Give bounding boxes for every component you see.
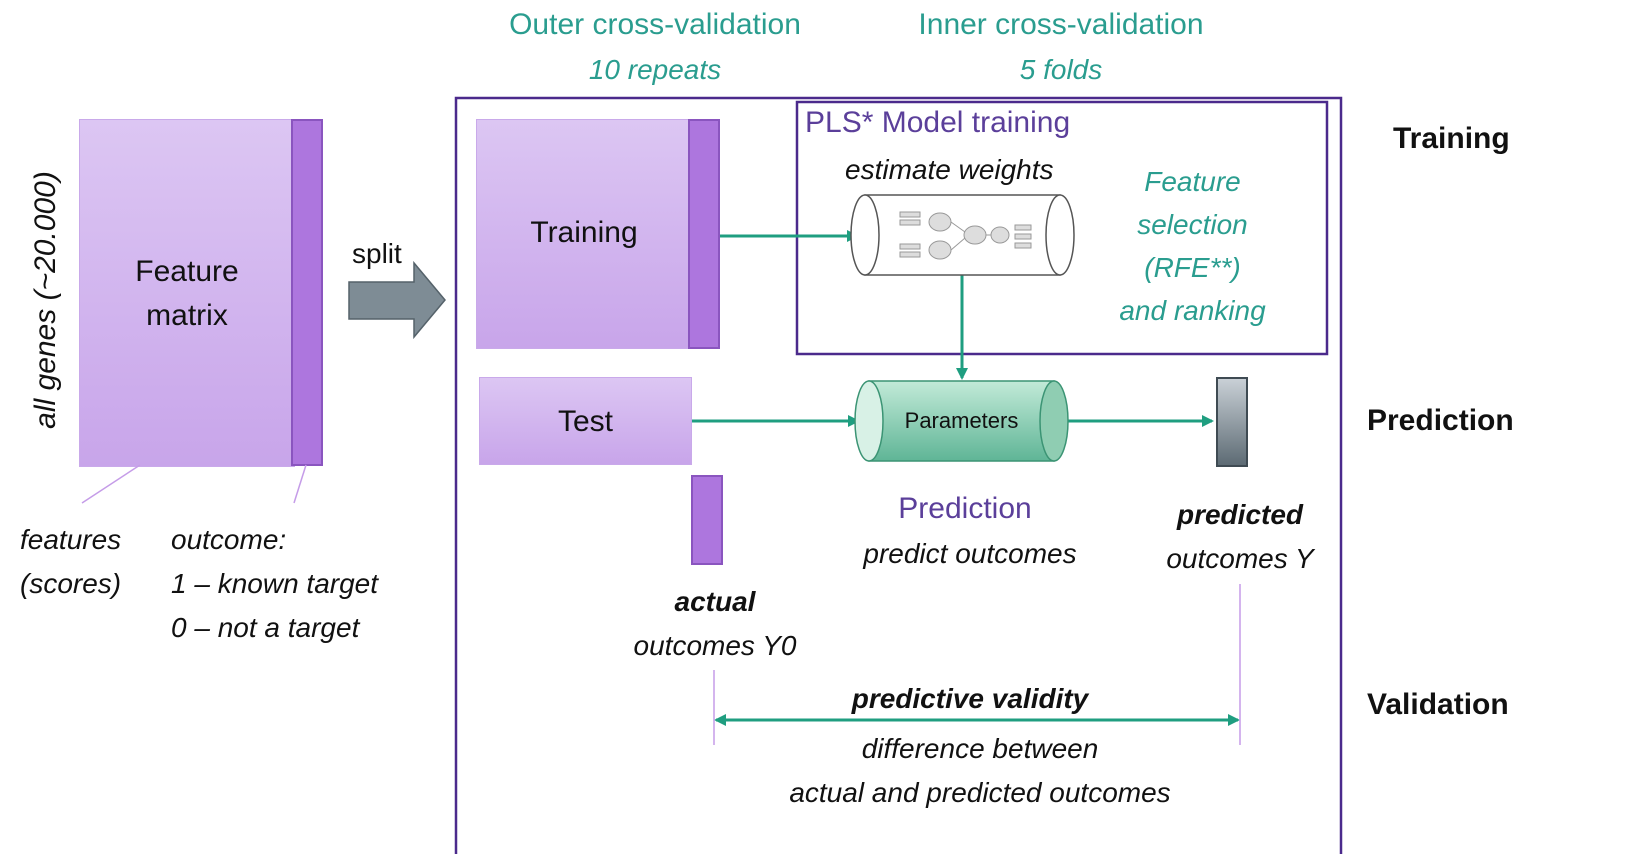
feature-selection-label: Feature selection (RFE**) and ranking <box>1090 160 1295 332</box>
parameters-label: Parameters <box>904 408 1019 433</box>
stage-training-label: Training <box>1393 122 1510 155</box>
predicted-outcomes-bold: predicted <box>1176 499 1304 530</box>
predictive-validity-title: predictive validity <box>851 683 1089 714</box>
actual-outcome-bar <box>691 475 723 565</box>
model-training-frame <box>795 100 1329 356</box>
test-box-label: Test <box>557 405 614 438</box>
outcome-column-bar <box>291 119 323 466</box>
parameters-cylinder <box>854 380 1069 462</box>
actual-outcomes-label: actual outcomes Y0 <box>600 580 830 668</box>
outer-cv-subtitle: 10 repeats <box>588 54 722 85</box>
feature-selection-line3: (RFE**) <box>1144 252 1241 283</box>
predicted-outcomes-sub: outcomes Y <box>1166 543 1314 574</box>
stage-validation-label: Validation <box>1367 688 1509 721</box>
estimate-weights-label: estimate weights <box>845 154 1054 185</box>
test-box: Test <box>479 377 692 465</box>
outcome-note: outcome: 1 – known target 0 – not a targ… <box>171 518 378 650</box>
actual-outcomes-bold: actual <box>674 586 756 617</box>
outer-cv-title: Outer cross-validation <box>509 8 801 41</box>
features-note: features (scores) <box>20 518 121 606</box>
feature-selection-line1: Feature <box>1144 166 1241 197</box>
outcome-note-line3: 0 – not a target <box>171 612 360 643</box>
model-cylinder-icon <box>850 194 1075 276</box>
features-leader-line <box>81 464 141 504</box>
outcome-note-line2: 1 – known target <box>171 568 379 599</box>
outer-cv-frame <box>454 96 1343 854</box>
feature-selection-line2: selection <box>1137 209 1248 240</box>
prediction-subtitle: predict outcomes <box>863 538 1077 569</box>
prediction-title: Prediction <box>898 492 1032 525</box>
outcome-leader-line <box>293 464 307 504</box>
inner-cv-subtitle: 5 folds <box>1019 54 1103 85</box>
features-note-line1: features <box>20 524 122 555</box>
predictive-validity-desc: difference between actual and predicted … <box>700 727 1260 815</box>
stage-prediction-label: Prediction <box>1367 404 1514 437</box>
actual-outcomes-sub: outcomes Y0 <box>633 630 797 661</box>
predicted-outcome-bar <box>1216 377 1248 467</box>
outcome-note-line1: outcome: <box>171 524 287 555</box>
feature-matrix-label: Feature matrix <box>80 250 294 338</box>
split-arrow <box>348 260 446 340</box>
feature-matrix-box: Feature matrix <box>79 119 295 467</box>
predictive-validity-line1: difference between <box>861 733 1099 764</box>
feature-matrix-label-line2: matrix <box>146 299 228 332</box>
training-box-label: Training <box>530 216 638 249</box>
feature-selection-line4: and ranking <box>1119 295 1266 326</box>
predicted-outcomes-label: predicted outcomes Y <box>1140 493 1340 581</box>
feature-matrix-label-line1: Feature <box>135 255 239 288</box>
training-box: Training <box>476 119 692 349</box>
training-outcome-bar <box>688 119 720 349</box>
split-label: split <box>352 238 402 269</box>
inner-cv-title: Inner cross-validation <box>918 8 1204 41</box>
predictive-validity-line2: actual and predicted outcomes <box>789 777 1171 808</box>
features-note-line2: (scores) <box>20 568 122 599</box>
model-training-title: PLS* Model training <box>805 106 1071 139</box>
